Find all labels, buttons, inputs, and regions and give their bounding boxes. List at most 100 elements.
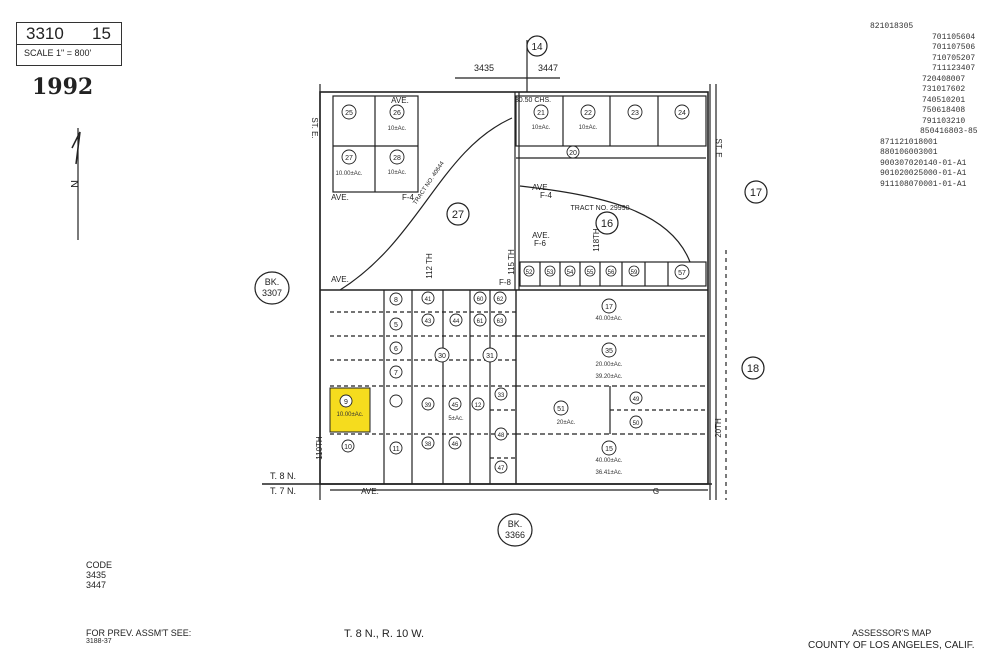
parcel-57-circle xyxy=(674,264,690,280)
parcel-55-label: 55 xyxy=(587,270,594,276)
bk-3307-circle xyxy=(254,271,290,305)
parcel-45-label: 45 xyxy=(452,403,459,409)
parcel-48-circle xyxy=(494,427,508,441)
parcel-27-area: 10.00±Ac. xyxy=(336,171,363,177)
parcel-45-area: 5±Ac. xyxy=(448,416,464,422)
township-7n-label: T. 7 N. xyxy=(270,486,296,496)
parcel-46-label: 46 xyxy=(452,442,459,448)
parcel-22-area: 10±Ac. xyxy=(579,125,598,131)
parcel-50-label: 50 xyxy=(633,421,640,427)
tract-29990-boundary xyxy=(519,185,691,263)
parcel-15-area-2: 36.41±Ac. xyxy=(596,470,623,476)
map-year: 1992 xyxy=(32,74,94,100)
street-112th-label: 112 TH xyxy=(425,253,434,279)
parcel-30-circle xyxy=(434,347,450,363)
parcel-24-circle xyxy=(674,104,690,120)
parcel-8b-circle xyxy=(389,394,403,408)
parcel-7-label: 7 xyxy=(394,370,398,377)
block-18-circle xyxy=(741,356,765,380)
st-e-left-label: ST. E. xyxy=(310,117,319,138)
parcel-35-area: 20.00±Ac. xyxy=(596,362,623,368)
parcel-9-highlight[interactable] xyxy=(329,387,371,433)
parcel-row-52-57 xyxy=(519,261,707,287)
block-18-label: 18 xyxy=(747,363,759,375)
parcel-9-label[interactable]: 9 xyxy=(344,399,348,406)
parcel-41-circle xyxy=(421,291,435,305)
parcel-38-circle xyxy=(421,436,435,450)
note-1: 821018305 xyxy=(870,22,914,31)
parcel-56-circle xyxy=(605,265,617,277)
north-arrow-head xyxy=(71,131,81,165)
block-14-circle xyxy=(526,35,548,57)
parcel-41-label: 41 xyxy=(425,297,432,303)
township-8n-label: T. 8 N. xyxy=(270,471,296,481)
parcel-43-circle xyxy=(421,313,435,327)
parcel-15-circle xyxy=(601,440,617,456)
parcel-20-circle xyxy=(566,145,580,159)
township-boundary xyxy=(319,91,709,485)
parcel-15-label: 15 xyxy=(605,446,613,453)
parcel-54-label: 54 xyxy=(567,270,574,276)
ave-left-label: AVE. xyxy=(331,275,349,284)
assessor-map-label: ASSESSOR'S MAP xyxy=(852,628,932,638)
parcel-52-label: 52 xyxy=(526,270,533,276)
parcel-44-circle xyxy=(449,313,463,327)
parcel-22-circle xyxy=(580,104,596,120)
code-1: 3435 xyxy=(86,570,107,580)
note-11: 850416803-85 xyxy=(920,127,978,136)
parcel-17-label: 17 xyxy=(605,304,613,311)
parcel-12-circle xyxy=(471,397,485,411)
note-16: 911108070001-01-A1 xyxy=(880,179,967,189)
parcel-31-label: 31 xyxy=(486,353,494,360)
township-range: T. 8 N., R. 10 W. xyxy=(344,628,425,640)
note-9: 750618408 xyxy=(922,106,966,115)
parcel-35-area-2: 39.20±Ac. xyxy=(596,374,623,380)
parcel-27-circle xyxy=(341,149,357,165)
parcel-60-label: 60 xyxy=(477,297,484,303)
prev-assessment-label: FOR PREV. ASSM'T SEE: xyxy=(86,628,192,638)
block-16-circle xyxy=(595,211,619,235)
parcel-35-label: 35 xyxy=(605,348,613,355)
county-label: COUNTY OF LOS ANGELES, CALIF. xyxy=(808,640,975,651)
street-115th-label: 115 TH xyxy=(507,249,516,275)
book-number: 3310 xyxy=(26,24,64,43)
block-17-circle xyxy=(744,180,768,204)
parcel-5-label: 5 xyxy=(394,322,398,329)
f8-label: F-8 xyxy=(499,278,512,287)
north-arrow-label: N xyxy=(68,180,80,188)
parcel-20-label: 20 xyxy=(569,150,577,157)
street-20th-label: 20TH xyxy=(714,418,723,438)
parcel-59-label: 59 xyxy=(631,270,638,276)
parcel-17-circle xyxy=(601,298,617,314)
parcel-21-label: 21 xyxy=(537,110,545,117)
parcel-21-circle xyxy=(533,104,549,120)
parcel-44-label: 44 xyxy=(453,319,460,325)
parcel-17-area: 40.00±Ac. xyxy=(596,316,623,322)
parcel-10-label: 10 xyxy=(344,444,352,451)
note-12: 871121018001 xyxy=(880,137,938,147)
parcel-24-label: 24 xyxy=(678,110,686,117)
note-5: 711123407 xyxy=(932,64,976,73)
parcel-60-circle xyxy=(473,291,487,305)
note-15: 901020025000-01-A1 xyxy=(880,169,967,178)
parcel-63-label: 63 xyxy=(497,319,504,325)
parcel-62-circle xyxy=(493,291,507,305)
parcel-51-area: 20±Ac. xyxy=(557,420,576,426)
parcel-59-circle xyxy=(628,265,640,277)
parcel-49-circle xyxy=(629,391,643,405)
parcel-9-area: 10.00±Ac. xyxy=(337,412,364,418)
parcel-49-label: 49 xyxy=(633,397,640,403)
parcel-63-circle xyxy=(493,313,507,327)
block-27-circle xyxy=(446,202,470,226)
parcel-56-label: 56 xyxy=(608,270,615,276)
street-110th-label: 110TH xyxy=(315,436,324,460)
parcel-57-label: 57 xyxy=(678,270,686,277)
parcel-30-label: 30 xyxy=(438,353,446,360)
parcel-46-circle xyxy=(448,436,462,450)
bk-3366-number: 3366 xyxy=(505,530,525,540)
bk-3366-circle xyxy=(497,513,533,547)
parcel-7-circle xyxy=(389,365,403,379)
ave-f6-label: AVE. xyxy=(532,231,550,240)
parcel-39-label: 39 xyxy=(425,403,432,409)
